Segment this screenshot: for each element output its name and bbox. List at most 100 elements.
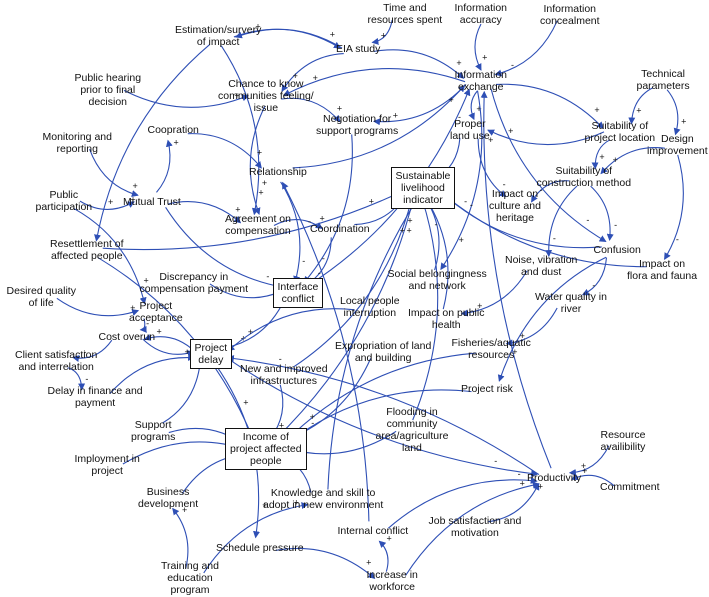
node-support-programs: Support programs: [131, 419, 176, 443]
node-job-satisfaction: Job satisfaction and motivation: [428, 515, 522, 539]
polarity-suitability_location-to-proper_land_use: +: [508, 126, 513, 136]
polarity-relationship-to-interface_conflict: -: [302, 256, 305, 266]
node-resettlement: Resettlement of affected people: [50, 238, 124, 262]
polarity-information_exchange-to-suitability_location: +: [594, 105, 599, 115]
node-information-concealment: Information concealment: [540, 3, 600, 27]
polarity-desired_quality-to-project_acceptance: +: [130, 303, 135, 313]
link-technical_parameters-to-suitability_location: [628, 87, 654, 125]
polarity-project_delay-to-cost_overrun: +: [156, 326, 161, 336]
link-impact_health-to-sustainable_livelihood: [425, 197, 449, 310]
node-business-development: Business development: [138, 486, 199, 510]
polarity-new_infrastructures-to-sustainable_livelihood: +: [407, 215, 412, 225]
link-chance_to_know-to-negotiation: [281, 97, 341, 123]
polarity-project_delay-to-schedule_pressure: +: [262, 500, 267, 510]
node-commitment: Commitment: [600, 481, 660, 493]
link-commitment-to-productivity: [570, 473, 615, 487]
link-impact_flora-to-sustainable_livelihood: [439, 190, 647, 268]
link-time_resources-to-eia_study: [371, 19, 393, 45]
link-design_improvement-to-suitability_construction: [600, 147, 665, 175]
polarity-eia_study-to-information_exchange: +: [456, 58, 461, 68]
polarity-suitability_construction-to-confusion: -: [614, 220, 617, 230]
link-mutual_trust-to-cooperation: [156, 139, 173, 193]
node-time-resources: Time and resources spent: [367, 2, 443, 26]
link-productivity-to-information_exchange: [480, 90, 552, 469]
link-agreement_compensation-to-coordination: [273, 219, 323, 230]
polarity-internal_conflict-to-relationship: -: [308, 217, 311, 227]
polarity-negotiation-to-interface_conflict: -: [322, 253, 325, 263]
polarity-interface_conflict-to-information_exchange: -: [458, 112, 461, 122]
polarity-mutual_trust-to-interface_conflict: -: [266, 271, 269, 281]
node-fisheries: Fisheries/aquatic resources: [451, 337, 531, 361]
node-delay-finance: Delay in finance and payment: [47, 385, 143, 409]
node-knowledge-skill: Knowledge and skill to adopt in new envi…: [263, 487, 384, 511]
link-suitability_construction-to-impact_culture: [531, 180, 570, 203]
link-relationship-to-information_exchange: [292, 84, 466, 169]
polarity-training-to-knowledge_skill: +: [294, 497, 299, 507]
polarity-confusion-to-project_risk: +: [512, 347, 517, 357]
node-income: Income of project affected people: [225, 428, 307, 470]
link-fisheries-to-income: [281, 352, 477, 446]
node-public-hearing: Public hearing prior to final decision: [74, 72, 142, 108]
node-increase-workforce: Increase in workforce: [366, 569, 418, 593]
link-relationship-to-interface_conflict: [280, 181, 301, 284]
node-cooperation: Coopration: [147, 124, 199, 136]
polarity-impact_flora-to-sustainable_livelihood: -: [470, 200, 473, 210]
link-negotiation-to-interface_conflict: [303, 134, 353, 284]
link-eia_study-to-chance_to_know: [281, 53, 344, 92]
node-sustainable-livelihood: Sustainable livelihood indicator: [390, 167, 456, 209]
link-information_exchange-to-suitability_location: [495, 83, 604, 129]
link-cost_overrun-to-project_delay: [142, 338, 195, 357]
polarity-information_exchange-to-confusion: -: [586, 215, 589, 225]
polarity-chance_to_know-to-negotiation: +: [337, 104, 342, 114]
polarity-delay_finance-to-project_delay: +: [184, 347, 189, 357]
link-monitoring-to-mutual_trust: [89, 148, 139, 197]
node-flooding: Flooding in community area/agriculture l…: [375, 406, 449, 454]
link-resettlement-to-income: [97, 256, 255, 442]
polarity-estimation_survey-to-resettlement: +: [108, 197, 113, 207]
polarity-resource_availability-to-productivity: +: [581, 461, 586, 471]
polarity-cost_overrun-to-client_satisfaction: -: [84, 347, 87, 357]
polarity-suitability_construction-to-noise_vibration: -: [553, 233, 556, 243]
link-job_satisfaction-to-productivity: [488, 482, 540, 523]
polarity-eia_study-to-chance_to_know: +: [293, 71, 298, 81]
polarity-mutual_trust-to-agreement_compensation: +: [235, 204, 240, 214]
node-social-belonging: Social belongingness and network: [387, 268, 487, 292]
polarity-information_concealment-to-information_exchange: -: [511, 60, 514, 70]
polarity-project_risk-to-income: -: [311, 418, 314, 428]
polarity-new_infrastructures-to-income: +: [279, 421, 284, 431]
link-delay_finance-to-project_delay: [109, 353, 196, 394]
node-cost-overrun: Cost overun: [98, 331, 156, 343]
node-impact-health: Impact on public health: [408, 307, 485, 331]
node-water-quality: Water quality in river: [535, 291, 607, 315]
polarity-commitment-to-productivity: +: [582, 466, 587, 476]
link-project_acceptance-to-cost_overrun: [139, 318, 147, 333]
node-monitoring: Monitoring and reporting: [42, 131, 112, 155]
node-eia-study: EIA study: [336, 43, 381, 55]
polarity-flooding-to-sustainable_livelihood: -: [434, 219, 437, 229]
link-suitability_construction-to-noise_vibration: [545, 185, 578, 258]
node-suitability-location: Suitability of project location: [584, 120, 656, 144]
link-design_improvement-to-impact_flora: [664, 154, 684, 260]
link-water_quality-to-fisheries: [505, 307, 558, 347]
link-productivity-to-project_delay: [226, 355, 540, 476]
polarity-fisheries-to-income: +: [310, 412, 315, 422]
link-schedule_pressure-to-increase_workforce: [275, 547, 376, 579]
node-discrepancy: Discrepancy in compensation payment: [139, 271, 249, 295]
node-agreement-compensation: Agreement on compensation: [225, 213, 291, 237]
polarity-eia_study-to-estimation_survey: +: [255, 21, 260, 31]
node-estimation-survey: Estimation/survery of impact: [175, 24, 262, 48]
polarity-job_satisfaction-to-productivity: +: [538, 482, 543, 492]
link-information_exchange-to-confusion: [490, 88, 607, 242]
polarity-information_accuracy-to-information_exchange: +: [482, 53, 487, 63]
link-information_exchange-to-social_belonging: [440, 90, 483, 271]
polarity-monitoring-to-mutual_trust: +: [133, 181, 138, 191]
polarity-productivity-to-project_delay: -: [279, 354, 282, 364]
polarity-client_satisfaction-to-delay_finance: -: [85, 374, 88, 384]
polarity-information_exchange-to-proper_land_use: +: [476, 104, 481, 114]
node-interface-conflict: Interface conflict: [272, 278, 324, 308]
node-design-improvement: Design improvement: [647, 133, 708, 157]
polarity-increase_workforce-to-productivity: +: [520, 479, 525, 489]
polarity-productivity-to-information_exchange: +: [488, 135, 493, 145]
link-mutual_trust-to-agreement_compensation: [167, 201, 242, 224]
